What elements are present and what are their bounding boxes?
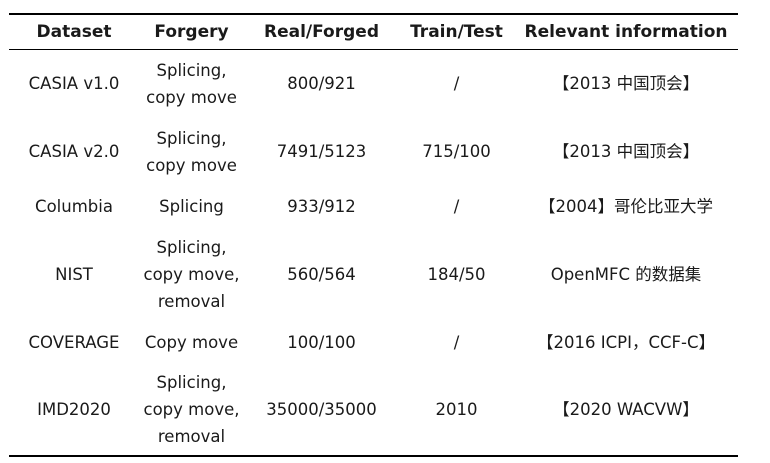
cell-forgery: Splicing, copy move xyxy=(146,60,237,107)
header-dataset: Dataset xyxy=(36,22,112,42)
table-row: IMD2020 Splicing, copy move, removal 350… xyxy=(9,364,738,456)
table-row: COVERAGE Copy move 100/100 / 【2016 ICPI，… xyxy=(9,322,738,364)
cell-real-forged: 560/564 xyxy=(287,265,356,284)
cell-dataset: NIST xyxy=(55,265,93,284)
cell-train-test: / xyxy=(453,333,460,352)
dataset-table-container: Dataset Forgery Real/Forged Train/Test R… xyxy=(9,13,738,457)
cell-dataset: Columbia xyxy=(35,197,113,216)
cell-dataset: COVERAGE xyxy=(28,333,120,352)
cell-dataset: IMD2020 xyxy=(37,399,111,419)
cell-real-forged: 800/921 xyxy=(287,74,356,94)
cell-forgery: Splicing, copy move, removal xyxy=(143,372,240,446)
cell-train-test: / xyxy=(453,74,460,94)
header-real-forged: Real/Forged xyxy=(264,22,379,42)
header-train-test: Train/Test xyxy=(410,22,503,42)
cell-forgery: Copy move xyxy=(144,333,239,352)
cell-info: 【2013 中国顶会】 xyxy=(552,142,700,161)
cell-train-test: 184/50 xyxy=(427,265,486,284)
cell-info: OpenMFC 的数据集 xyxy=(550,265,702,284)
cell-dataset: CASIA v1.0 xyxy=(28,74,120,94)
table-row: CASIA v2.0 Splicing, copy move 7491/5123… xyxy=(9,118,738,186)
cell-real-forged: 7491/5123 xyxy=(276,142,367,161)
table-row: Columbia Splicing 933/912 / 【2004】哥伦比亚大学 xyxy=(9,186,738,228)
cell-real-forged: 35000/35000 xyxy=(266,399,377,419)
table-row: NIST Splicing, copy move, removal 560/56… xyxy=(9,228,738,322)
cell-info: 【2004】哥伦比亚大学 xyxy=(539,197,713,216)
cell-info: 【2016 ICPI，CCF-C】 xyxy=(537,333,715,352)
header-relevant-information: Relevant information xyxy=(524,22,728,42)
cell-forgery: Splicing, copy move xyxy=(146,128,237,175)
header-forgery: Forgery xyxy=(154,22,229,42)
cell-info: 【2020 WACVW】 xyxy=(553,399,699,419)
cell-train-test: 715/100 xyxy=(422,142,491,161)
cell-train-test: 2010 xyxy=(435,399,478,419)
cell-info: 【2013 中国顶会】 xyxy=(552,74,700,94)
table-header-row: Dataset Forgery Real/Forged Train/Test R… xyxy=(9,14,738,50)
table-row: CASIA v1.0 Splicing, copy move 800/921 /… xyxy=(9,50,738,118)
cell-dataset: CASIA v2.0 xyxy=(28,142,120,161)
cell-forgery: Splicing xyxy=(159,197,224,216)
cell-real-forged: 100/100 xyxy=(287,333,356,352)
dataset-table: Dataset Forgery Real/Forged Train/Test R… xyxy=(9,13,738,457)
cell-train-test: / xyxy=(453,197,460,216)
cell-forgery: Splicing, copy move, removal xyxy=(143,238,240,311)
cell-real-forged: 933/912 xyxy=(287,197,356,216)
